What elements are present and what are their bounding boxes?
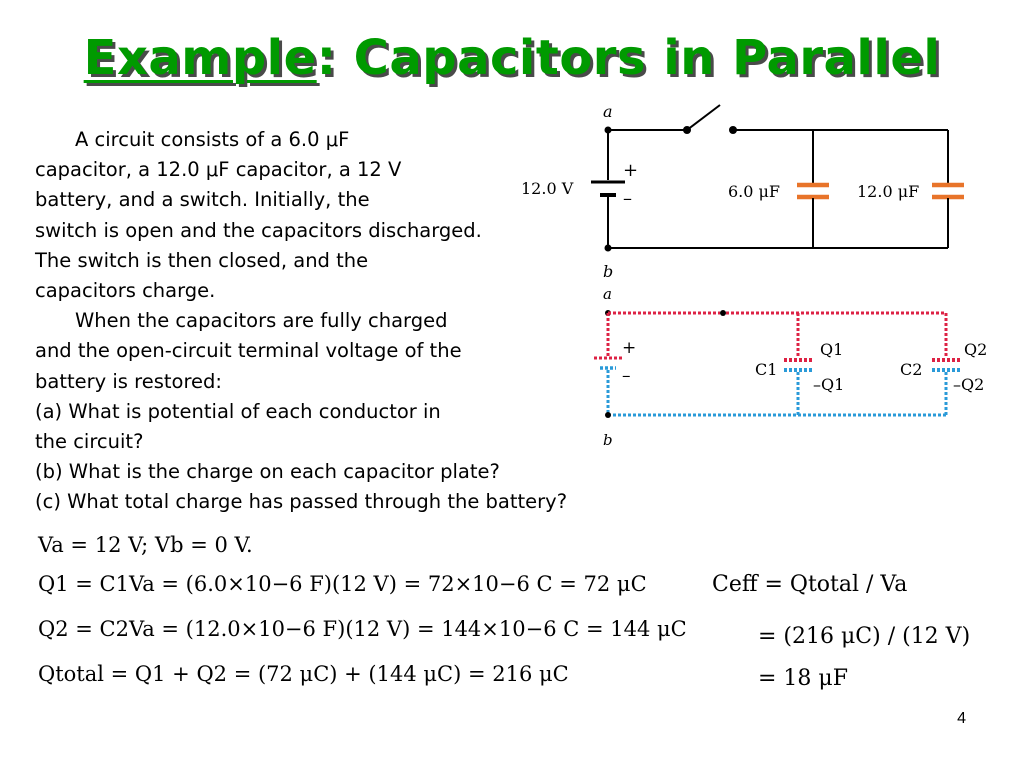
slide-title: Example: Capacitors in Parallel <box>0 30 1024 86</box>
problem-line: capacitors charge. <box>35 279 216 303</box>
node-a-label: a <box>603 285 612 303</box>
positive-conductor <box>606 311 948 356</box>
page-number: 4 <box>957 710 966 727</box>
node-b-label: b <box>603 431 613 449</box>
problem-line: battery is restored: <box>35 369 223 393</box>
equation-ceff: Ceff = Qtotal / Va <box>712 572 908 597</box>
problem-line: the circuit? <box>35 430 144 454</box>
node-b-label: b <box>603 262 613 281</box>
switch-blade <box>686 104 721 131</box>
battery-plus: + <box>622 338 636 358</box>
neg-q1-label: –Q1 <box>813 375 844 394</box>
problem-line: When the capacitors are fully charged <box>75 309 448 333</box>
equation-q2: Q2 = C2Va = (12.0×10−6 F)(12 V) = 144×10… <box>38 617 687 641</box>
battery-plus: + <box>623 160 638 181</box>
switch-closed-pivot <box>720 310 726 316</box>
c2-label: C2 <box>900 360 922 379</box>
cap2-label: 12.0 μF <box>857 182 919 201</box>
title-rest: : Capacitors in Parallel <box>316 30 941 86</box>
problem-line: The switch is then closed, and the <box>35 248 369 272</box>
problem-line: (c) What total charge has passed through… <box>35 490 568 514</box>
q2-label: Q2 <box>964 340 987 359</box>
problem-line: capacitor, a 12.0 μF capacitor, a 12 V <box>35 158 402 182</box>
c1-label: C1 <box>755 360 777 379</box>
battery-voltage-label: 12.0 V <box>521 179 574 198</box>
neg-q2-label: –Q2 <box>953 375 984 394</box>
circuit-diagram-open: a + – 12.0 V b 6.0 μF 12.0 μF <box>521 102 964 281</box>
title-example: Example <box>83 30 317 86</box>
battery-minus: – <box>622 366 631 386</box>
node-b-dot <box>605 412 611 418</box>
circuit-diagram-charged: a + – b C1 Q1 –Q1 C2 Q2 –Q2 <box>594 285 987 449</box>
equation-potentials: Va = 12 V; Vb = 0 V. <box>38 533 253 557</box>
problem-line: and the open-circuit terminal voltage of… <box>35 339 462 363</box>
problem-line: (a) What is potential of each conductor … <box>35 399 441 423</box>
node-a-label: a <box>603 102 613 121</box>
battery-minus: – <box>623 188 632 209</box>
problem-statement: A circuit consists of a 6.0 μF capacitor… <box>35 125 715 518</box>
problem-line: A circuit consists of a 6.0 μF <box>75 128 350 151</box>
problem-line: switch is open and the capacitors discha… <box>35 218 482 242</box>
problem-line: (b) What is the charge on each capacitor… <box>35 460 500 484</box>
negative-conductor <box>606 370 948 417</box>
equation-ceff-result: = 18 μF <box>758 666 848 691</box>
q1-label: Q1 <box>820 340 843 359</box>
node-b-dot <box>604 244 612 252</box>
equation-qtotal: Qtotal = Q1 + Q2 = (72 μC) + (144 μC) = … <box>38 662 569 686</box>
problem-line: battery, and a switch. Initially, the <box>35 188 370 212</box>
cap1-label: 6.0 μF <box>728 182 780 201</box>
equation-ceff-step2: = (216 μC) / (12 V) <box>758 624 971 649</box>
equation-q1: Q1 = C1Va = (6.0×10−6 F)(12 V) = 72×10−6… <box>38 572 647 596</box>
